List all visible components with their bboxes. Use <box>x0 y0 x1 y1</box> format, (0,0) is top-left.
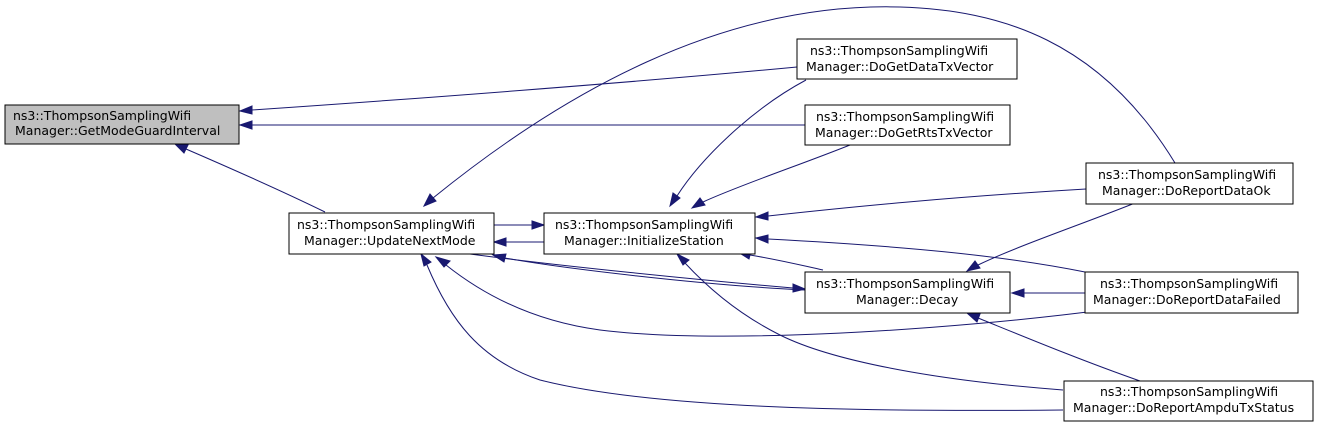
arrowhead <box>238 105 253 115</box>
edge-updatenextmode-to-decay <box>469 253 794 289</box>
node-do-report-data-failed[interactable]: ns3::ThompsonSamplingWifi Manager::DoRep… <box>1084 271 1299 314</box>
edge-updatenextmode-to-getmodeguardinterval <box>185 148 326 213</box>
arrowhead <box>792 283 807 293</box>
edge-decay-to-updatenextmode <box>504 257 806 291</box>
edge-decay-to-initializestation <box>749 254 824 271</box>
arrowhead <box>422 193 437 207</box>
arrowhead <box>754 211 769 221</box>
edge-doreportampdutxstatus-to-decay <box>977 317 1141 382</box>
node-label-line1: ns3::ThompsonSamplingWifi <box>297 217 475 232</box>
arrowhead <box>965 312 981 323</box>
edge-doreportdataok-to-updatenextmode <box>432 6 1176 199</box>
edge-doreportampdutxstatus-to-updatenextmode <box>426 264 1064 411</box>
arrowhead <box>434 256 451 268</box>
arrowhead <box>420 252 432 267</box>
edge-dogetdatatxvector-to-initializestation <box>676 79 807 197</box>
arrowhead <box>1010 288 1025 298</box>
arrowhead <box>965 260 981 272</box>
node-label-line1: ns3::ThompsonSamplingWifi <box>816 276 994 291</box>
edge-dogetdatatxvector-to-getmodeguardinterval <box>251 66 798 111</box>
arrowhead <box>690 197 706 209</box>
node-do-report-data-ok[interactable]: ns3::ThompsonSamplingWifi Manager::DoRep… <box>1085 162 1294 205</box>
node-label-line1: ns3::ThompsonSamplingWifi <box>555 217 733 232</box>
node-label-line2: Manager::InitializeStation <box>564 233 724 248</box>
edges <box>173 6 1176 411</box>
edge-doreportdatafailed-to-initializestation <box>767 238 1086 273</box>
node-label-line2: Manager::UpdateNextMode <box>304 233 476 248</box>
edge-dogetrtstxvector-to-initializestation <box>702 144 851 203</box>
node-decay[interactable]: ns3::ThompsonSamplingWifi Manager::Decay <box>804 271 1011 314</box>
node-label-line1: ns3::ThompsonSamplingWifi <box>13 108 191 123</box>
node-get-mode-guard-interval[interactable]: ns3::ThompsonSamplingWifi Manager::GetMo… <box>4 104 240 145</box>
arrowhead <box>238 120 253 130</box>
edge-doreportampdutxstatus-to-initializestation <box>684 262 1064 391</box>
edge-doreportdataok-to-initializestation <box>767 188 1087 217</box>
arrowhead <box>754 234 769 244</box>
node-label-line2: Manager::DoGetRtsTxVector <box>815 125 993 140</box>
nodes: ns3::ThompsonSamplingWifi Manager::GetMo… <box>4 38 1314 422</box>
arrowhead <box>531 220 546 230</box>
node-label-line1: ns3::ThompsonSamplingWifi <box>1100 384 1278 399</box>
node-label-line2: Manager::Decay <box>856 292 959 307</box>
node-label-line2: Manager::DoReportAmpduTxStatus <box>1073 400 1294 415</box>
node-initialize-station[interactable]: ns3::ThompsonSamplingWifi Manager::Initi… <box>543 212 756 255</box>
arrowhead <box>669 192 681 208</box>
edge-doreportdatafailed-to-updatenextmode <box>445 264 1104 337</box>
node-label-line1: ns3::ThompsonSamplingWifi <box>1098 167 1276 182</box>
node-label-line2: Manager::DoReportDataOk <box>1102 183 1271 198</box>
node-label-line1: ns3::ThompsonSamplingWifi <box>1100 276 1278 291</box>
node-label-line2: Manager::DoReportDataFailed <box>1093 292 1281 307</box>
node-do-report-ampdu-tx-status[interactable]: ns3::ThompsonSamplingWifi Manager::DoRep… <box>1063 380 1314 422</box>
node-label-line2: Manager::DoGetDataTxVector <box>806 59 994 74</box>
arrowhead <box>173 143 189 154</box>
node-do-get-data-tx-vector[interactable]: ns3::ThompsonSamplingWifi Manager::DoGet… <box>796 38 1018 80</box>
node-label-line1: ns3::ThompsonSamplingWifi <box>810 43 988 58</box>
node-do-get-rts-tx-vector[interactable]: ns3::ThompsonSamplingWifi Manager::DoGet… <box>804 104 1011 146</box>
arrowhead <box>492 237 507 247</box>
node-label-line2: Manager::GetModeGuardInterval <box>15 123 220 138</box>
arrowhead <box>675 252 690 266</box>
edge-doreportdataok-to-decay <box>977 202 1136 266</box>
node-update-next-mode[interactable]: ns3::ThompsonSamplingWifi Manager::Updat… <box>288 212 495 255</box>
node-label-line1: ns3::ThompsonSamplingWifi <box>816 109 994 124</box>
